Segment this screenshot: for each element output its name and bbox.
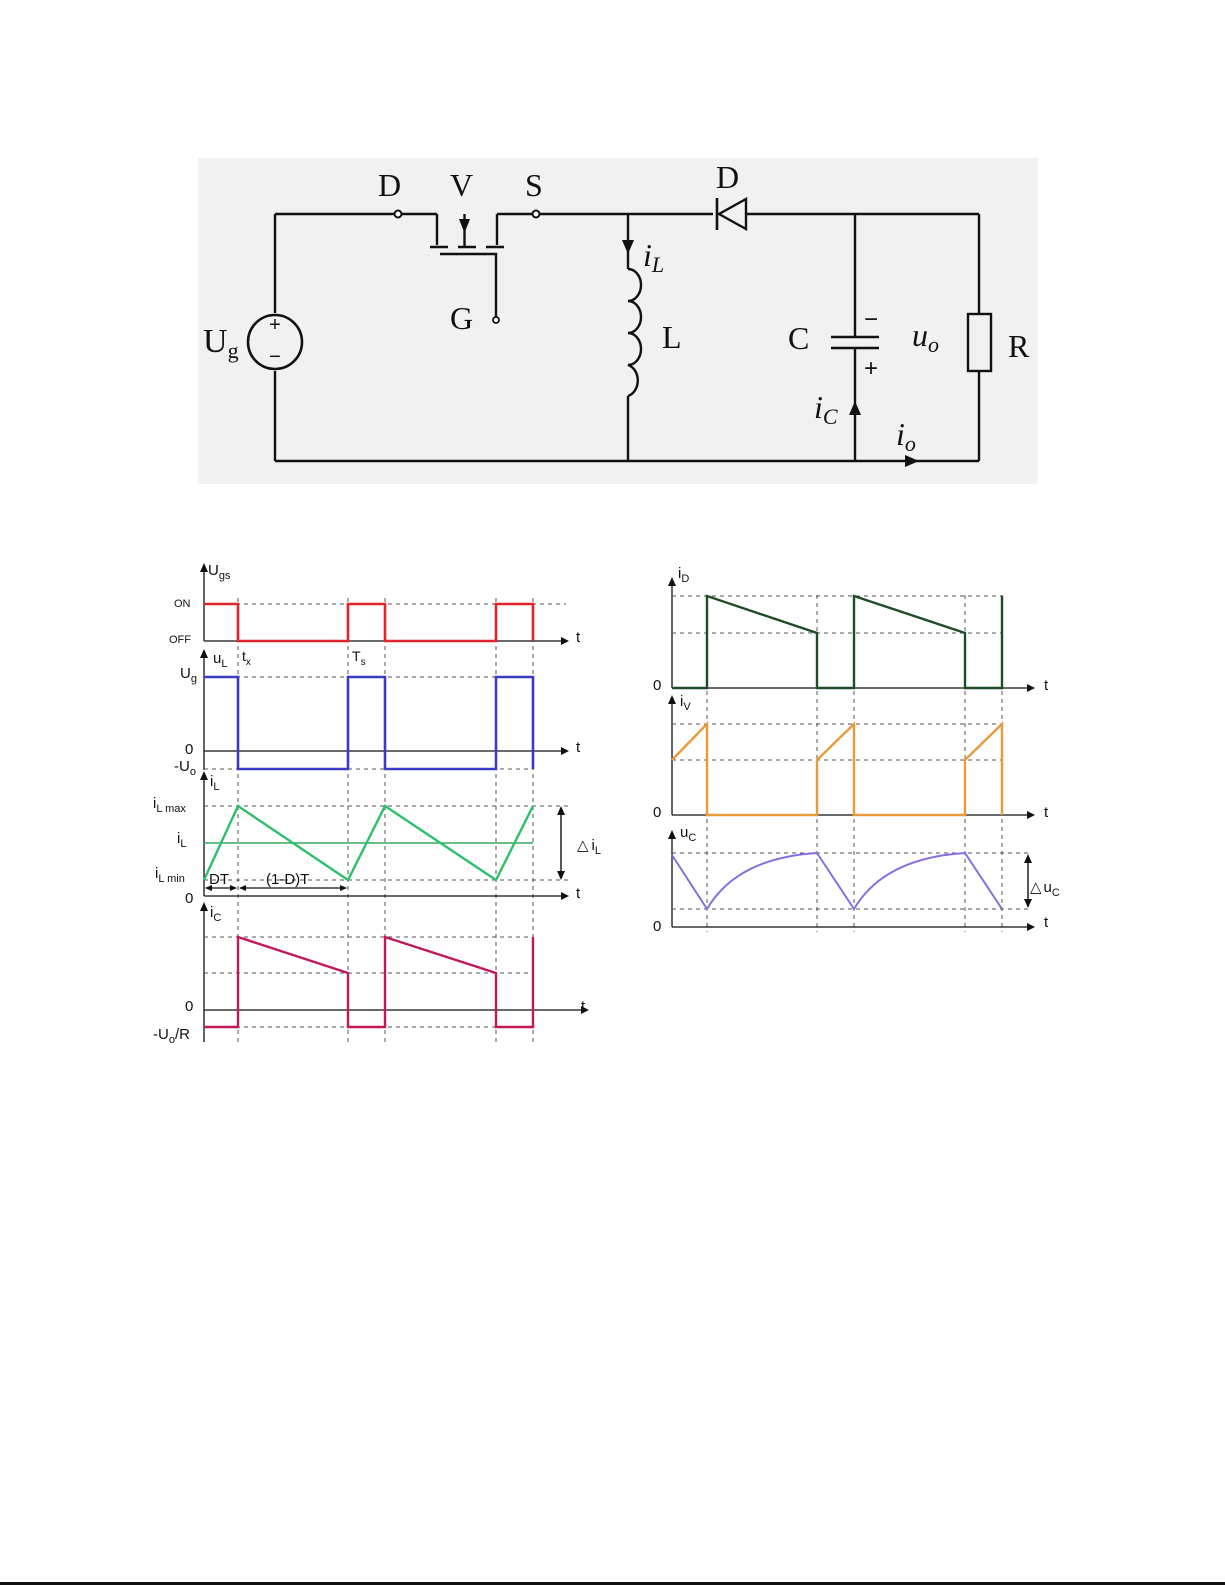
ts-label: Ts [352, 648, 366, 668]
cap-plus: + [864, 355, 878, 382]
capacitor-label: C [788, 320, 809, 356]
ugs-plot: Ugs ON OFF t tx Ts [169, 562, 581, 668]
ic-zero-label: 0 [185, 998, 193, 1015]
one-minus-d-t-label: (1-D)T [266, 871, 309, 888]
id-axis-label: iD [678, 565, 689, 585]
ul-axis-label: uL [213, 650, 227, 670]
resistor-label: R [1008, 328, 1030, 364]
ul-t-label: t [576, 739, 581, 756]
ul-ug-label: Ug [180, 665, 197, 685]
iv-t-label: t [1044, 804, 1049, 821]
drain-node [395, 211, 402, 218]
uc-trace [672, 853, 1002, 909]
ugs-axis-label: Ugs [208, 562, 231, 582]
uc-axis-label: uC [680, 824, 696, 844]
ic-trace [204, 937, 533, 1027]
ul-plot: uL Ug 0 -Uo t [174, 649, 581, 778]
left-waveform-panel: Ugs ON OFF t tx Ts uL Ug 0 -Uo t [153, 562, 601, 1046]
uc-zero-label: 0 [653, 918, 661, 935]
iv-axis-label: iV [680, 693, 691, 713]
switch-label: V [450, 167, 473, 203]
inductor-label: L [662, 319, 682, 355]
delta-uc-label: △uC [1030, 879, 1060, 899]
id-t-label: t [1044, 677, 1049, 694]
ic-axis-label: iC [210, 904, 221, 924]
il-max-label: iL max [153, 795, 186, 815]
iv-trace [672, 724, 1002, 815]
ugs-trace [204, 604, 533, 641]
ul-zero-label: 0 [185, 741, 193, 758]
ugs-off-label: OFF [169, 634, 191, 646]
gate-node [493, 317, 499, 323]
id-plot: iD 0 t [653, 565, 1049, 694]
uc-plot: uC 0 t △uC [653, 824, 1060, 935]
ul-trace [204, 677, 533, 769]
cap-minus: − [864, 306, 878, 333]
delta-il-label: △iL [577, 837, 601, 857]
il-t-label: t [576, 885, 581, 902]
id-zero-label: 0 [653, 677, 661, 694]
tx-label: tx [242, 648, 251, 668]
diode-label: D [716, 159, 739, 195]
circuit-diagram: + − Ug D V S G D iL L [198, 158, 1038, 484]
right-waveform-panel: iD 0 t iV 0 t uC 0 t [653, 565, 1060, 935]
iv-plot: iV 0 t [653, 693, 1049, 821]
ic-neg-label: -Uo/R [153, 1026, 190, 1046]
il-min-label: iL min [155, 865, 185, 885]
gate-label: G [450, 300, 473, 336]
iv-zero-label: 0 [653, 804, 661, 821]
uc-t-label: t [1044, 914, 1049, 931]
source-minus: − [269, 346, 281, 368]
ugs-t-label: t [576, 629, 581, 646]
dt-label: DT [209, 871, 229, 888]
source-plus: + [269, 314, 281, 336]
drain-label: D [378, 167, 401, 203]
id-trace [672, 596, 1002, 688]
il-axis-label: iL [210, 773, 219, 793]
source-node-label: S [525, 167, 543, 203]
il-mid-label: iL [177, 830, 186, 850]
il-zero-label: 0 [185, 890, 193, 907]
source-node [533, 211, 540, 218]
il-plot: iL iL max iL iL min 0 t △iL DT (1-D)T [153, 771, 601, 907]
ul-neg-label: -Uo [174, 758, 196, 778]
ic-t-label: t [581, 998, 586, 1015]
ugs-on-label: ON [174, 598, 191, 610]
ic-plot: iC 0 -Uo/R t [153, 902, 589, 1046]
